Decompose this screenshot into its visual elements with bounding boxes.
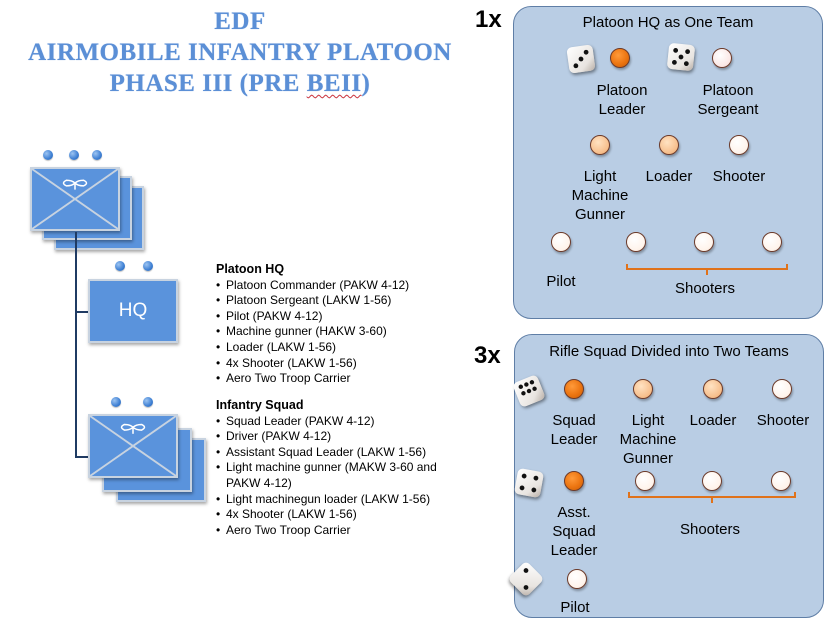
die-2-icon	[507, 560, 545, 598]
pilot-token[interactable]	[551, 232, 571, 252]
list-item: Light machinegun loader (LAKW 1-56)	[216, 492, 461, 508]
lmg-token[interactable]	[590, 135, 610, 155]
asst-squad-leader-token[interactable]	[564, 471, 584, 491]
role-shooters: Shooters	[679, 521, 741, 538]
hq-multiplier: 1x	[475, 6, 502, 33]
role-shooters: Shooters	[674, 280, 736, 297]
role-pilot: Pilot	[546, 273, 576, 290]
die-6-icon	[512, 374, 546, 408]
platoon-leader-token[interactable]	[610, 48, 630, 68]
list-item: Aero Two Troop Carrier	[216, 371, 409, 387]
title-line-1: EDF	[214, 8, 266, 35]
role-lmg: Light Machine Gunner	[619, 412, 677, 467]
hq-label: HQ	[118, 300, 148, 321]
platoon-hq-heading: Platoon HQ	[216, 262, 285, 276]
list-item: 4x Shooter (LAKW 1-56)	[216, 507, 461, 523]
die-3-icon	[566, 44, 596, 74]
pilot-token[interactable]	[567, 569, 587, 589]
list-item: Machine gunner (HAKW 3-60)	[216, 324, 409, 340]
shooter-token[interactable]	[772, 379, 792, 399]
role-pilot: Pilot	[560, 599, 590, 616]
loader-token[interactable]	[703, 379, 723, 399]
echelon-dot	[143, 397, 153, 407]
list-item: Loader (LAKW 1-56)	[216, 340, 409, 356]
org-connector-branch	[75, 311, 89, 313]
shooter-token[interactable]	[626, 232, 646, 252]
shooter-token[interactable]	[762, 232, 782, 252]
echelon-dot	[69, 150, 79, 160]
platoon-hq-list: Platoon HQ Platoon Commander (PAKW 4-12)…	[216, 262, 409, 387]
infantry-squad-list: Infantry Squad Squad Leader (PAKW 4-12)D…	[216, 398, 461, 538]
infantry-squad-items: Squad Leader (PAKW 4-12)Driver (PAKW 4-1…	[216, 414, 461, 539]
shooter-token[interactable]	[771, 471, 791, 491]
role-shooter: Shooter	[756, 412, 810, 429]
list-item: 4x Shooter (LAKW 1-56)	[216, 356, 409, 372]
airmobile-infantry-icon	[32, 169, 118, 229]
infantry-squad-heading: Infantry Squad	[216, 398, 304, 412]
list-item: Aero Two Troop Carrier	[216, 523, 461, 539]
org-connector-branch	[75, 456, 89, 458]
die-4-icon	[513, 467, 545, 499]
role-shooter: Shooter	[712, 168, 766, 185]
shooter-token[interactable]	[635, 471, 655, 491]
role-lmg: Light Machine Gunner	[571, 168, 629, 223]
role-platoon-leader: Platoon Leader	[596, 82, 648, 118]
shooter-token[interactable]	[694, 232, 714, 252]
role-loader: Loader	[689, 412, 737, 429]
die-5-icon	[666, 42, 696, 72]
squad-unit-symbol[interactable]	[88, 414, 178, 478]
list-item: Pilot (PAKW 4-12)	[216, 309, 409, 325]
role-asst-squad-leader: Asst. Squad Leader	[550, 504, 598, 559]
shooters-bracket	[626, 264, 788, 275]
platoon-unit-symbol[interactable]	[30, 167, 120, 231]
loader-token[interactable]	[659, 135, 679, 155]
echelon-dot	[111, 397, 121, 407]
org-connector-line	[75, 232, 77, 457]
squad-leader-token[interactable]	[564, 379, 584, 399]
list-item: Driver (PAKW 4-12)	[216, 429, 461, 445]
airmobile-infantry-icon	[90, 416, 176, 476]
role-platoon-sergeant: Platoon Sergeant	[697, 82, 759, 118]
lmg-token[interactable]	[633, 379, 653, 399]
panel-title: Rifle Squad Divided into Two Teams	[549, 343, 789, 360]
squad-multiplier: 3x	[474, 342, 501, 369]
panel-title: Platoon HQ as One Team	[582, 14, 754, 31]
shooter-token[interactable]	[702, 471, 722, 491]
list-item: Light machine gunner (MAKW 3-60 and PAKW…	[216, 460, 461, 491]
echelon-dot	[115, 261, 125, 271]
list-item: Assistant Squad Leader (LAKW 1-56)	[216, 445, 461, 461]
role-squad-leader: Squad Leader	[550, 412, 598, 448]
list-item: Squad Leader (PAKW 4-12)	[216, 414, 461, 430]
title-line-2: AIRMOBILE INFANTRY PLATOON	[28, 39, 452, 66]
role-loader: Loader	[645, 168, 693, 185]
echelon-dot	[143, 261, 153, 271]
list-item: Platoon Sergeant (LAKW 1-56)	[216, 293, 409, 309]
list-item: Platoon Commander (PAKW 4-12)	[216, 278, 409, 294]
echelon-dot	[92, 150, 102, 160]
platoon-hq-items: Platoon Commander (PAKW 4-12)Platoon Ser…	[216, 278, 409, 387]
spellcheck-word: BEII	[306, 70, 362, 97]
hq-unit-symbol[interactable]: HQ	[88, 279, 178, 343]
title-line-3-text: PHASE III (PRE	[109, 70, 307, 97]
shooters-bracket	[628, 492, 796, 503]
echelon-dot	[43, 150, 53, 160]
title-line-3: PHASE III (PRE BEII)	[0, 68, 480, 99]
title-line-3-end: )	[361, 70, 371, 97]
platoon-sergeant-token[interactable]	[712, 48, 732, 68]
page-title: EDF AIRMOBILE INFANTRY PLATOON PHASE III…	[0, 6, 480, 99]
shooter-token[interactable]	[729, 135, 749, 155]
